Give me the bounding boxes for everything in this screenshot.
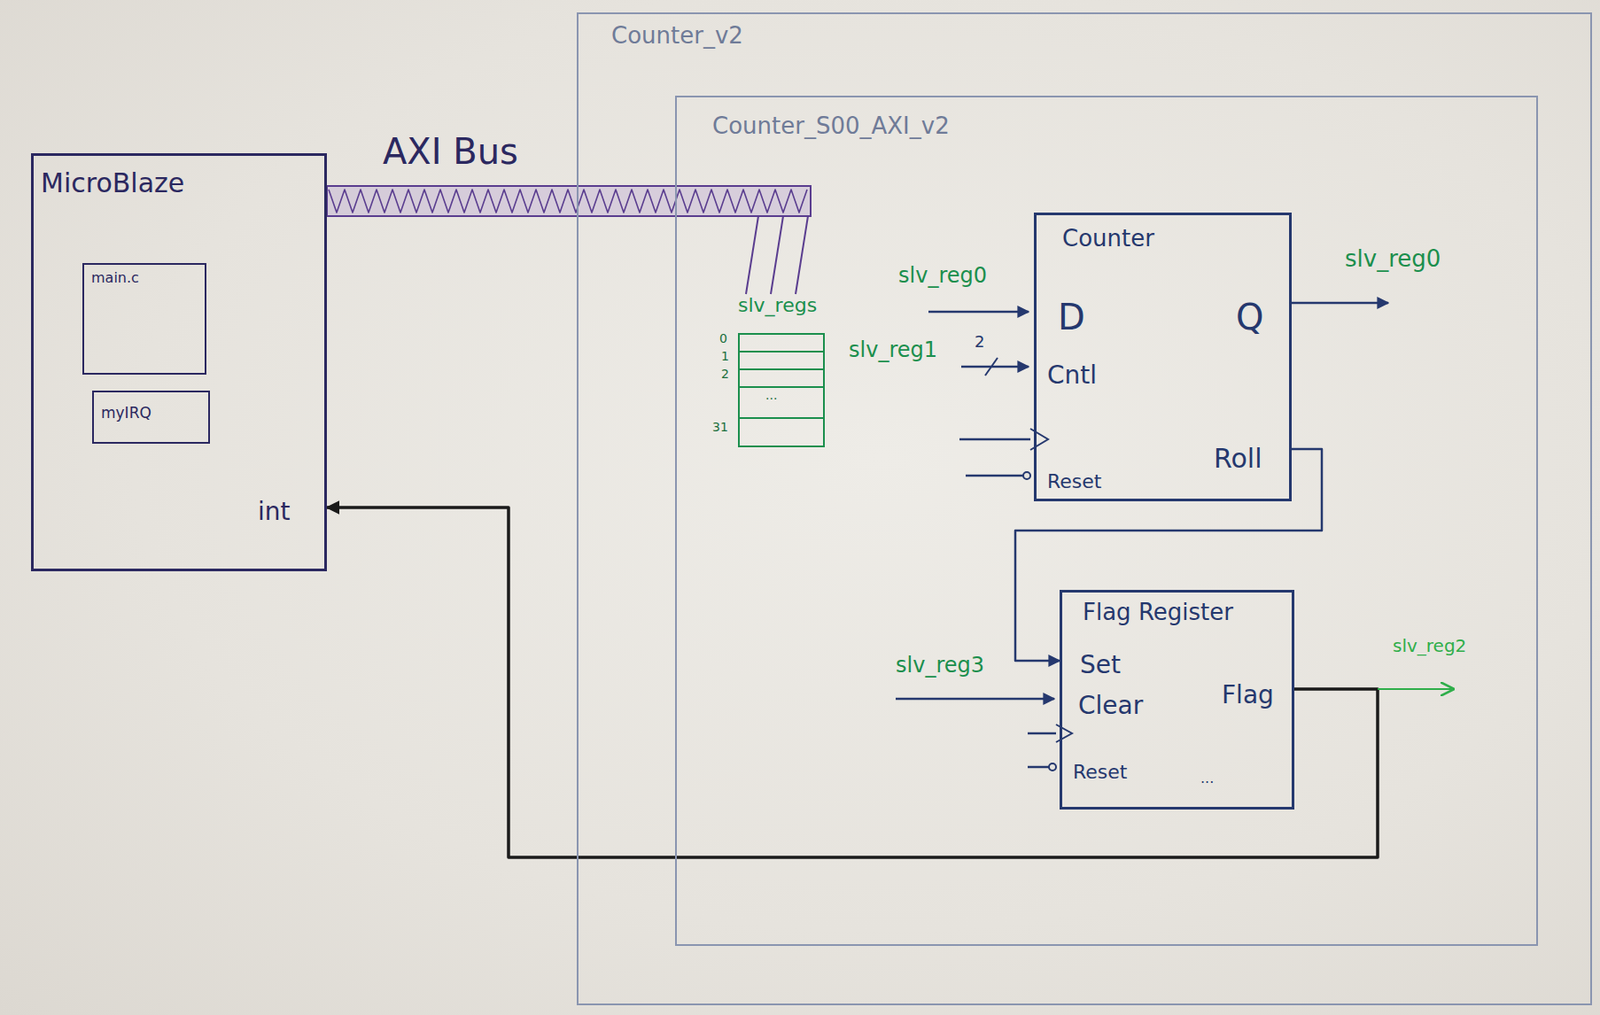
signal-label: 1 <box>721 349 730 364</box>
node-title: Counter <box>1062 225 1155 253</box>
signal-label: slv_reg3 <box>895 653 985 679</box>
port-name: Flag <box>1221 681 1274 710</box>
counter-block: CounterD CntlReset Q Roll <box>1033 212 1292 502</box>
register-row-line <box>739 417 824 420</box>
node-title: Counter_v2 <box>611 23 744 50</box>
signal-label: ... <box>1200 770 1214 787</box>
connector-line <box>770 216 784 295</box>
source-file-box: myIRQ <box>92 390 210 444</box>
flag-register-block: Flag RegisterSetClearReset Flag <box>1059 590 1295 810</box>
port-name: Roll <box>1213 443 1263 475</box>
connector-line <box>326 507 1378 858</box>
source-file-box: main.c <box>82 263 207 375</box>
clock-wire <box>1027 732 1057 736</box>
signal-wire <box>326 507 1378 858</box>
node-title: MicroBlaze <box>40 168 185 200</box>
signal-label: slv_reg2 <box>1392 636 1467 657</box>
input-wire <box>928 310 1029 314</box>
signal-label: 2 <box>721 366 730 381</box>
port-name: D <box>1057 296 1086 338</box>
register-stack <box>737 333 825 448</box>
connector-line <box>328 189 808 213</box>
node-title: Counter_S00_AXI_v2 <box>712 113 950 140</box>
bus-width-slash <box>985 357 998 376</box>
ip-block: Counter_v2Counter_S00_AXI_v2slv_regsCoun… <box>576 12 1593 1006</box>
input-bus <box>961 365 1029 369</box>
node-title: myIRQ <box>100 404 152 423</box>
signal-label: slv_reg0 <box>898 264 987 289</box>
connector-line <box>745 216 759 295</box>
node-title: slv_regs <box>737 294 817 317</box>
output-wire <box>1377 688 1453 691</box>
axi-bus <box>326 186 811 295</box>
register-row-line <box>739 368 824 371</box>
bus-band <box>326 186 811 217</box>
clock-symbol <box>1030 428 1049 451</box>
port-name: Clear <box>1078 691 1143 721</box>
clock-wire <box>959 438 1031 442</box>
connector-line <box>795 216 808 295</box>
signal-label: slv_reg1 <box>848 338 938 364</box>
reset-wire <box>1027 766 1049 769</box>
register-file: slv_regs <box>737 294 838 453</box>
output-wire <box>1289 302 1389 305</box>
register-row-line <box>739 386 824 389</box>
inversion-bubble <box>1023 472 1031 480</box>
block-box: MicroBlaze int main.c myIRQ <box>31 153 327 572</box>
signal-label: 2 <box>974 333 985 352</box>
port-name: Q <box>1235 296 1264 338</box>
signal-label: 31 <box>712 419 729 435</box>
signal-label: ... <box>765 388 777 403</box>
node-title: Flag Register <box>1082 599 1234 627</box>
bus-label: AXI Bus <box>382 131 519 172</box>
ip-block: Counter_S00_AXI_v2 slv_regs CounterD CntlRe… <box>675 95 1538 947</box>
port-name: Set <box>1079 651 1121 680</box>
input-wire <box>895 698 1055 701</box>
signal-label: 0 <box>719 331 728 346</box>
port-name: int <box>257 497 291 527</box>
port-name: Reset <box>1072 761 1127 784</box>
signal-label: slv_reg0 <box>1344 246 1441 273</box>
port-name: Cntl <box>1047 361 1097 390</box>
node-title: main.c <box>91 270 140 287</box>
port-name: Reset <box>1047 470 1102 493</box>
reset-wire <box>965 474 1024 478</box>
clock-symbol <box>1056 724 1072 743</box>
inversion-bubble <box>1048 763 1057 771</box>
register-row-line <box>739 350 824 353</box>
